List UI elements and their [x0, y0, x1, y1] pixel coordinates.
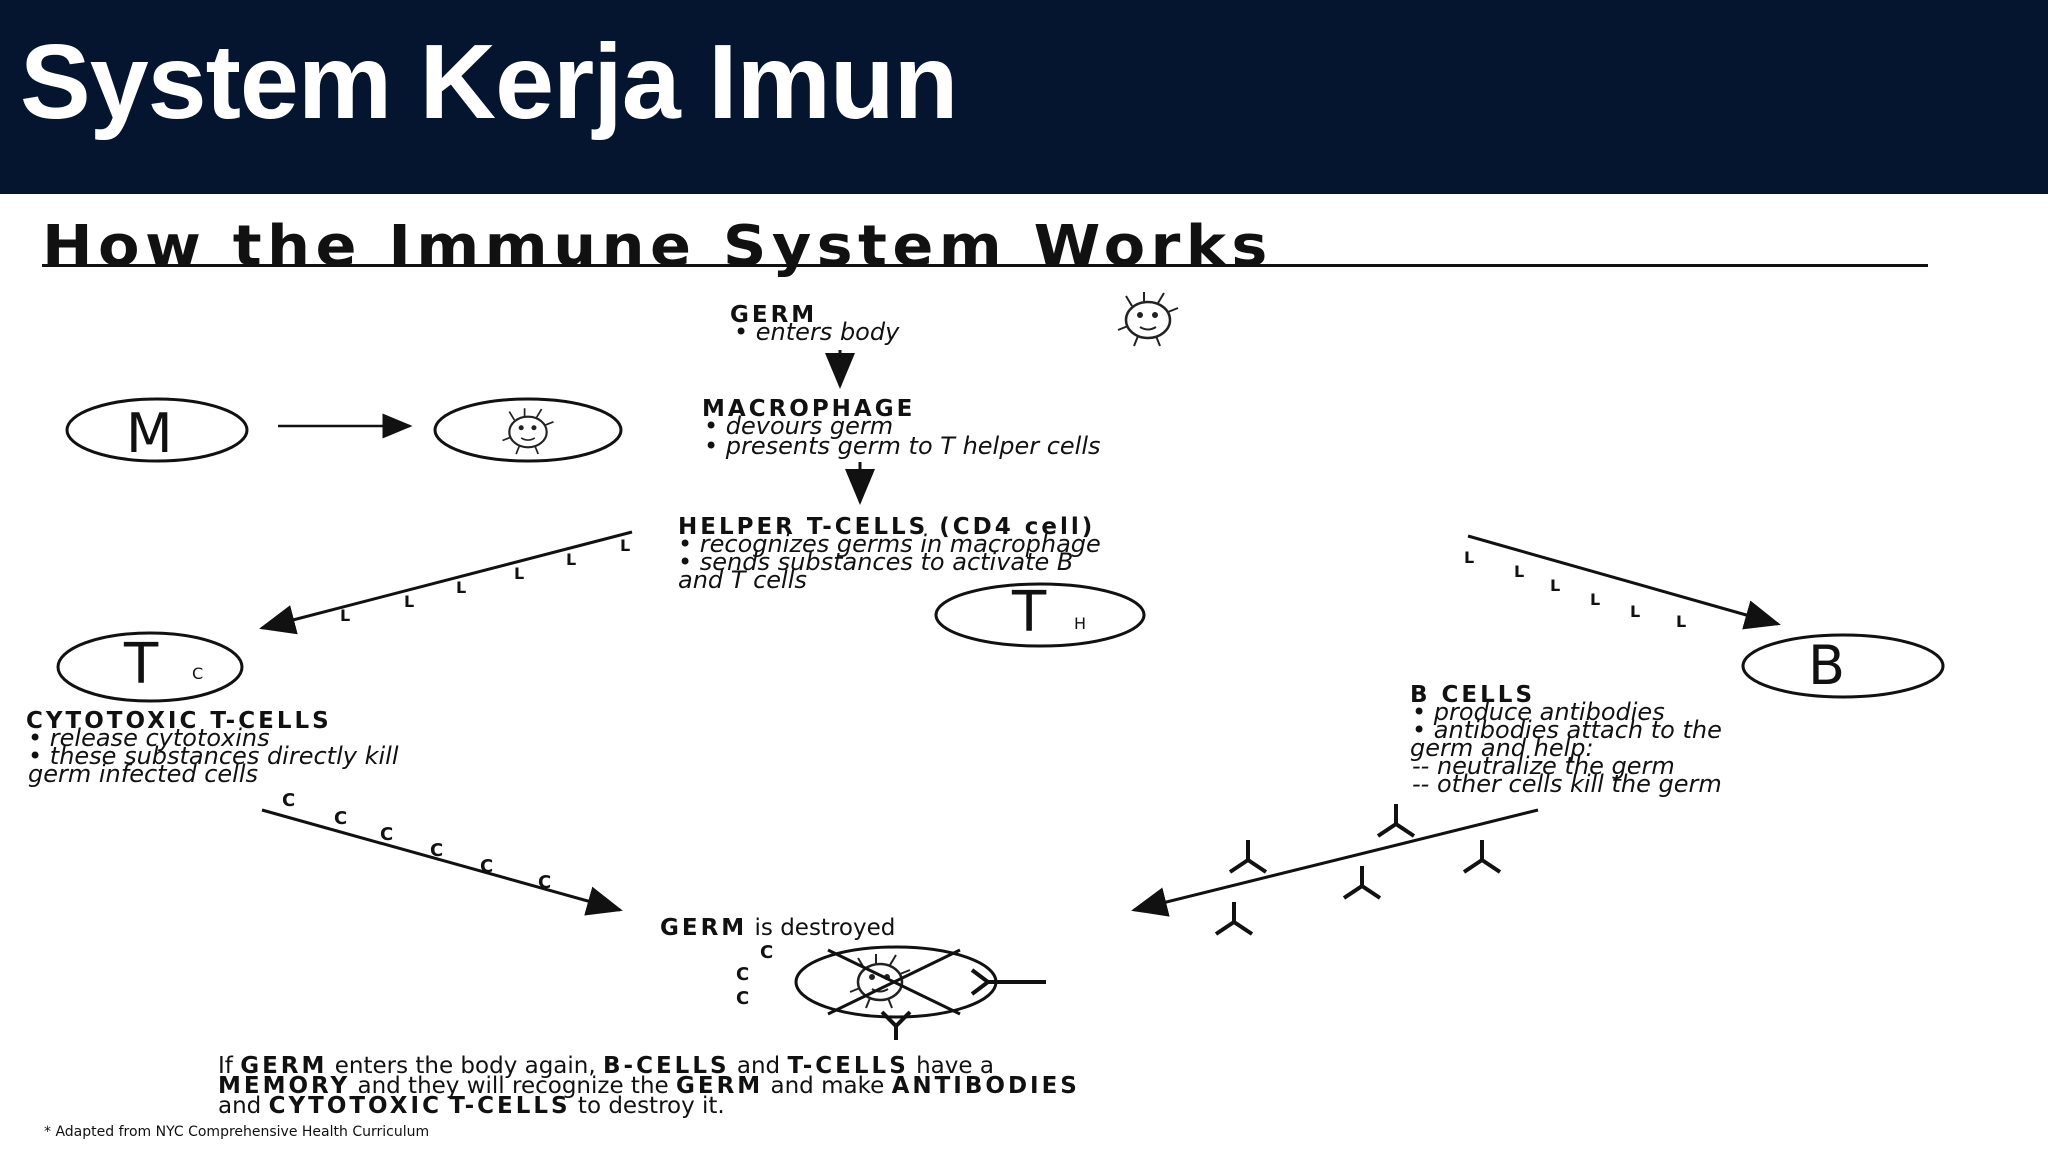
- bcells-line: -- neutralize the germ: [1412, 752, 1675, 780]
- antibody-icon: [1342, 864, 1382, 900]
- memory-line-1: If GERM enters the body again, B-CELLS a…: [218, 1053, 994, 1079]
- helper-heading: HELPER T-CELLS (CD4 cell): [678, 514, 1096, 540]
- c-marker: C: [760, 942, 777, 963]
- l-marker: L: [1464, 548, 1478, 567]
- l-marker: L: [514, 564, 528, 583]
- footnote: * Adapted from NYC Comprehensive Health …: [44, 1124, 430, 1140]
- arrow-bcells-to-destroyed: [1131, 808, 1539, 917]
- memory-text: have a: [916, 1053, 994, 1079]
- memory-text: to destroy it.: [577, 1093, 725, 1119]
- cytotoxic-line: • release cytotoxins: [28, 724, 270, 752]
- memory-line-2: MEMORY and they will recognize the GERM …: [218, 1073, 1080, 1099]
- germ-heading: GERM: [730, 302, 818, 328]
- bcells-line: • produce antibodies: [1412, 698, 1665, 726]
- cytotoxic-label-sub: C: [192, 664, 204, 683]
- memory-bold: ANTIBODIES: [891, 1073, 1080, 1099]
- slide-header: System Kerja Imun: [0, 0, 2048, 194]
- diagram-title: How the Immune System Works: [42, 214, 1273, 279]
- macrophage-heading: MACROPHAGE: [702, 396, 916, 422]
- l-marker: L: [404, 592, 418, 611]
- c-marker: C: [736, 964, 753, 985]
- destroyed-germ-icon: [794, 945, 1046, 1040]
- germ-icon: [1116, 290, 1180, 348]
- l-marker: L: [456, 578, 470, 597]
- macrophage-engulf-circle: [433, 397, 623, 463]
- helper-line: • recognizes germs in macrophage: [678, 530, 1101, 558]
- l-marker: L: [620, 536, 634, 555]
- memory-text: and: [218, 1093, 262, 1119]
- bcells-line: germ and help:: [1410, 734, 1594, 762]
- helper-label-sub: H: [1074, 614, 1087, 633]
- c-marker: C: [538, 872, 555, 893]
- arrow-cytotoxic-to-destroyed: [261, 808, 623, 916]
- destroyed-label: GERM is destroyed: [660, 915, 896, 941]
- memory-bold: GERM: [676, 1073, 764, 1099]
- destroyed-germ-word: GERM: [660, 915, 748, 941]
- memory-text: enters the body again,: [334, 1053, 596, 1079]
- immune-diagram: How the Immune System Works: [0, 194, 2048, 1152]
- l-marker: L: [1630, 602, 1644, 621]
- memory-bold: T-CELLS: [787, 1053, 909, 1079]
- arrow-helper-to-bcells: [1467, 534, 1781, 630]
- antibody-icon: [1214, 900, 1254, 936]
- engulfed-germ-icon: [501, 407, 555, 456]
- l-marker: L: [566, 550, 580, 569]
- memory-text: If: [218, 1053, 233, 1079]
- l-marker: L: [1676, 612, 1690, 631]
- memory-bold: MEMORY: [218, 1073, 351, 1099]
- memory-bold: T-CELLS: [449, 1093, 571, 1119]
- c-marker: C: [380, 824, 397, 845]
- macrophage-line: • devours germ: [704, 412, 894, 440]
- c-marker: C: [282, 790, 299, 811]
- arrow-helper-to-cytotoxic: [259, 530, 633, 635]
- cytotoxic-line: germ infected cells: [28, 760, 259, 788]
- b-cell-label: B: [1808, 634, 1846, 697]
- germ-line: • enters body: [734, 318, 900, 346]
- c-marker: C: [430, 840, 447, 861]
- memory-line-3: and CYTOTOXIC T-CELLS to destroy it.: [218, 1093, 725, 1119]
- bcells-line: -- other cells kill the germ: [1412, 770, 1722, 798]
- antibody-icon: [1228, 838, 1268, 874]
- memory-text: and make: [770, 1073, 885, 1099]
- l-marker: L: [1514, 562, 1528, 581]
- c-marker: C: [736, 988, 753, 1009]
- l-marker: L: [340, 606, 354, 625]
- helper-label: T: [1012, 580, 1047, 645]
- l-marker: L: [1590, 590, 1604, 609]
- helper-t-cell-circle: [934, 582, 1146, 648]
- l-marker: L: [1550, 576, 1564, 595]
- macrophage-line: • presents germ to T helper cells: [704, 432, 1101, 460]
- memory-text: and: [736, 1053, 781, 1079]
- bcells-line: • antibodies attach to the: [1412, 716, 1722, 744]
- title-underline: [42, 264, 1928, 267]
- bcells-heading: B CELLS: [1410, 682, 1536, 708]
- b-cell-circle: [1741, 633, 1945, 699]
- c-marker: C: [480, 856, 497, 877]
- cytotoxic-heading: CYTOTOXIC T-CELLS: [26, 708, 332, 734]
- macrophage-label: M: [126, 402, 173, 465]
- memory-bold: GERM: [240, 1053, 328, 1079]
- antibody-icon: [1376, 802, 1416, 838]
- helper-line: • sends substances to activate B: [678, 548, 1074, 576]
- antibody-icon: [1462, 838, 1502, 874]
- memory-text: and they will recognize the: [357, 1073, 669, 1099]
- destroyed-rest: is destroyed: [754, 915, 896, 941]
- cytotoxic-label: T: [124, 632, 159, 697]
- memory-bold: B-CELLS: [603, 1053, 730, 1079]
- memory-bold: CYTOTOXIC: [268, 1093, 442, 1119]
- helper-line: and T cells: [678, 566, 807, 594]
- slide-title: System Kerja Imun: [20, 23, 958, 141]
- cytotoxic-t-cell-circle: [56, 631, 244, 703]
- macrophage-circle: [65, 397, 249, 463]
- c-marker: C: [334, 808, 351, 829]
- cytotoxic-line: • these substances directly kill: [28, 742, 399, 770]
